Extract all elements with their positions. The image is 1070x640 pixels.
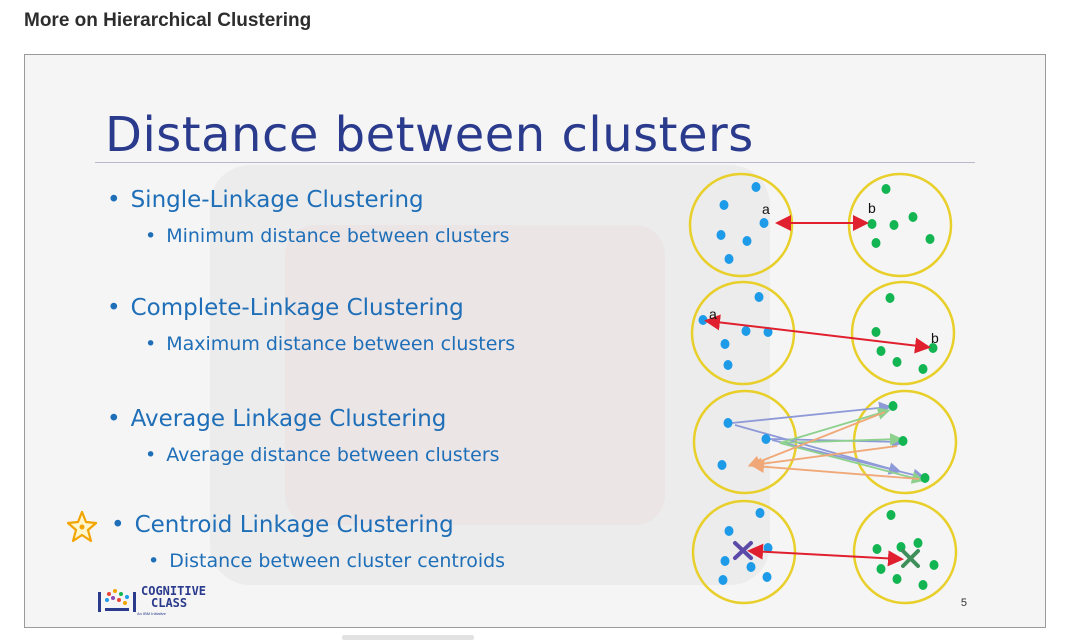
slide-number: 5 bbox=[960, 597, 967, 609]
cognitive-class-logo-icon bbox=[98, 588, 136, 612]
bullet-complete-linkage: • Complete-Linkage Clustering bbox=[107, 295, 464, 321]
sub-bullet-single-linkage: • Minimum distance between clusters bbox=[145, 225, 510, 247]
blue-points bbox=[698, 292, 773, 370]
sub-bullet-label: Minimum distance between clusters bbox=[166, 225, 510, 247]
green-points bbox=[871, 293, 938, 374]
max-distance-arrow bbox=[704, 314, 931, 354]
bullet-label: Single-Linkage Clustering bbox=[130, 187, 424, 213]
sub-bullet-centroid-linkage: • Distance between cluster centroids bbox=[148, 550, 505, 572]
slide-title: Distance between clusters bbox=[105, 107, 754, 163]
centroid-linkage-diagram bbox=[691, 499, 958, 605]
blue-cluster-ring bbox=[688, 172, 794, 278]
green-points bbox=[867, 184, 935, 248]
bullet-marker: • bbox=[145, 333, 157, 355]
sub-bullet-complete-linkage: • Maximum distance between clusters bbox=[145, 333, 515, 355]
cross-icon bbox=[901, 549, 920, 568]
cognitive-class-logo: COGNITIVE CLASS An IBM Initiative bbox=[97, 585, 206, 616]
point-label-a: a bbox=[709, 306, 717, 322]
pairwise-arrows bbox=[731, 401, 926, 484]
bullet-label: Complete-Linkage Clustering bbox=[130, 295, 464, 321]
slide-frame: Distance between clusters • Single-Linkag… bbox=[24, 54, 1046, 628]
centroid-distance-arrow bbox=[747, 543, 904, 567]
blue-points bbox=[716, 182, 769, 264]
complete-linkage-diagram: a b bbox=[690, 280, 956, 386]
page-heading: More on Hierarchical Clustering bbox=[24, 10, 312, 31]
bullet-label: Centroid Linkage Clustering bbox=[134, 512, 454, 538]
bullet-label: Average Linkage Clustering bbox=[130, 406, 447, 432]
green-points bbox=[888, 401, 930, 483]
point-label-a: a bbox=[762, 201, 770, 217]
horizontal-scrollbar[interactable] bbox=[342, 635, 474, 640]
sub-bullet-average-linkage: • Average distance between clusters bbox=[145, 444, 500, 466]
average-linkage-diagram bbox=[692, 389, 958, 495]
logo-line1: COGNITIVE bbox=[141, 584, 207, 598]
point-label-b: b bbox=[931, 330, 939, 346]
logo-tagline: An IBM Initiative bbox=[137, 611, 166, 616]
logo-text: COGNITIVE CLASS An IBM Initiative bbox=[137, 585, 206, 616]
bullet-centroid-linkage: • Centroid Linkage Clustering bbox=[111, 512, 454, 538]
sub-bullet-label: Average distance between clusters bbox=[166, 444, 500, 466]
background-watermark-inner bbox=[285, 225, 665, 525]
single-linkage-diagram: a b bbox=[688, 172, 953, 278]
bullet-marker: • bbox=[111, 512, 125, 538]
bullet-marker: • bbox=[145, 225, 157, 247]
bullet-single-linkage: • Single-Linkage Clustering bbox=[107, 187, 424, 213]
blue-points bbox=[717, 418, 771, 470]
sub-bullet-label: Distance between cluster centroids bbox=[169, 550, 506, 572]
bullet-marker: • bbox=[107, 406, 121, 432]
background-watermark bbox=[210, 165, 770, 585]
sub-bullet-label: Maximum distance between clusters bbox=[166, 333, 516, 355]
green-cluster-ring bbox=[852, 389, 958, 495]
logo-line2: CLASS bbox=[151, 596, 188, 610]
bullet-average-linkage: • Average Linkage Clustering bbox=[107, 406, 446, 432]
bullet-marker: • bbox=[107, 295, 121, 321]
bullet-marker: • bbox=[148, 550, 160, 572]
bullet-marker: • bbox=[107, 187, 121, 213]
point-label-b: b bbox=[868, 200, 876, 216]
cross-icon bbox=[733, 541, 753, 560]
green-points bbox=[872, 510, 939, 590]
star-icon[interactable] bbox=[67, 510, 97, 544]
green-cluster-ring bbox=[847, 172, 953, 278]
title-divider bbox=[95, 162, 975, 163]
cluster-distance-diagram: a b a b bbox=[688, 172, 958, 605]
bullet-marker: • bbox=[145, 444, 157, 466]
